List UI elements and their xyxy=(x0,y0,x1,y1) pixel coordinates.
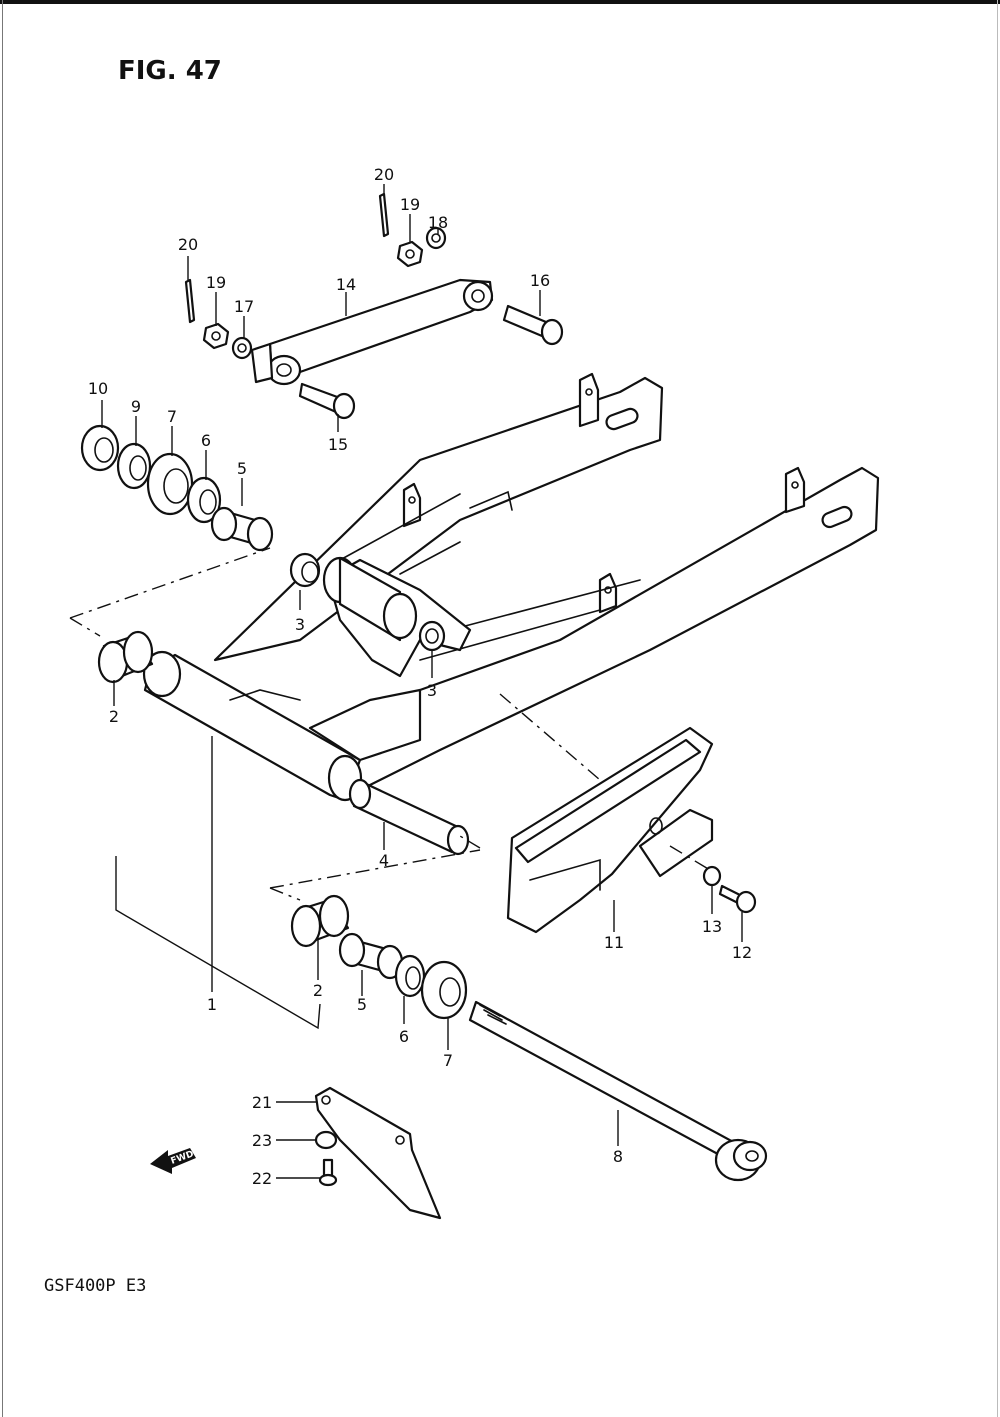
screw-22 xyxy=(318,1158,338,1187)
callout-14: 14 xyxy=(336,275,356,294)
callout-12: 12 xyxy=(732,943,752,962)
callout-11: 11 xyxy=(604,933,624,952)
bolt-12 xyxy=(718,884,757,914)
cotter-pin-20-right xyxy=(378,192,390,238)
washer-18 xyxy=(425,226,447,250)
callout-19-left: 19 xyxy=(206,273,226,292)
guide-lines xyxy=(69,547,711,901)
callouts: 10 9 7 6 5 2 3 3 4 1 2 5 6 7 8 11 13 12 … xyxy=(88,165,752,1188)
model-code: GSF400P E3 xyxy=(44,1276,147,1296)
callout-20-right: 20 xyxy=(374,165,394,184)
page-right-edge xyxy=(997,0,998,1417)
callout-2-upper: 2 xyxy=(109,707,119,726)
bearing-2-lower xyxy=(290,894,350,948)
nut-10 xyxy=(80,424,120,472)
callout-3-left: 3 xyxy=(295,615,305,634)
spacer-4 xyxy=(348,778,470,856)
callout-8: 8 xyxy=(613,1147,623,1166)
bolt-15 xyxy=(298,382,356,420)
collar-13 xyxy=(702,865,722,887)
callout-13: 13 xyxy=(702,917,722,936)
callout-1: 1 xyxy=(207,995,217,1014)
pivot-shaft-8 xyxy=(468,1000,768,1182)
washer-6-upper xyxy=(186,476,222,524)
washer-6-lower xyxy=(394,954,426,998)
figure-title: FIG. 47 xyxy=(118,56,222,86)
callout-9: 9 xyxy=(131,397,141,416)
leader-lines xyxy=(101,184,743,1179)
callout-16: 16 xyxy=(530,271,550,290)
spacer-5-lower xyxy=(338,932,404,980)
callout-3-right: 3 xyxy=(427,681,437,700)
cushion-rod-14 xyxy=(250,278,494,386)
fwd-label: FWD xyxy=(170,1149,196,1166)
washer-17 xyxy=(231,336,253,360)
callout-21: 21 xyxy=(252,1093,272,1112)
washer-23 xyxy=(314,1130,338,1150)
swingarm xyxy=(142,372,880,802)
cotter-pin-20-left xyxy=(184,278,196,324)
callout-15: 15 xyxy=(328,435,348,454)
callout-5-upper: 5 xyxy=(237,459,247,478)
callout-18: 18 xyxy=(428,213,448,232)
callout-2-lower: 2 xyxy=(313,981,323,1000)
assembly-brackets xyxy=(115,736,321,1030)
callout-20-left: 20 xyxy=(178,235,198,254)
callout-23: 23 xyxy=(252,1131,272,1150)
nut-19-left xyxy=(202,322,230,350)
callout-19-right: 19 xyxy=(400,195,420,214)
fwd-arrow-icon: FWD xyxy=(150,1148,196,1174)
bolt-16 xyxy=(502,304,564,346)
callout-7-upper: 7 xyxy=(167,407,177,426)
callout-10: 10 xyxy=(88,379,108,398)
callout-5-lower: 5 xyxy=(357,995,367,1014)
seal-7-upper xyxy=(146,452,194,516)
chain-buffer-11 xyxy=(506,726,714,934)
seal-7-lower xyxy=(420,960,468,1020)
callout-22: 22 xyxy=(252,1169,272,1188)
callout-4: 4 xyxy=(379,851,389,870)
washer-9 xyxy=(116,442,152,490)
spacer-5-upper xyxy=(210,506,274,552)
callout-17: 17 xyxy=(234,297,254,316)
page-top-edge xyxy=(0,0,1000,4)
callout-6-lower: 6 xyxy=(399,1027,409,1046)
bearing-2-upper xyxy=(97,630,154,684)
page-left-edge xyxy=(2,0,3,1417)
callout-7-lower: 7 xyxy=(443,1051,453,1070)
callout-6-upper: 6 xyxy=(201,431,211,450)
chain-guard-21 xyxy=(314,1086,442,1220)
nut-19-right xyxy=(396,240,424,268)
